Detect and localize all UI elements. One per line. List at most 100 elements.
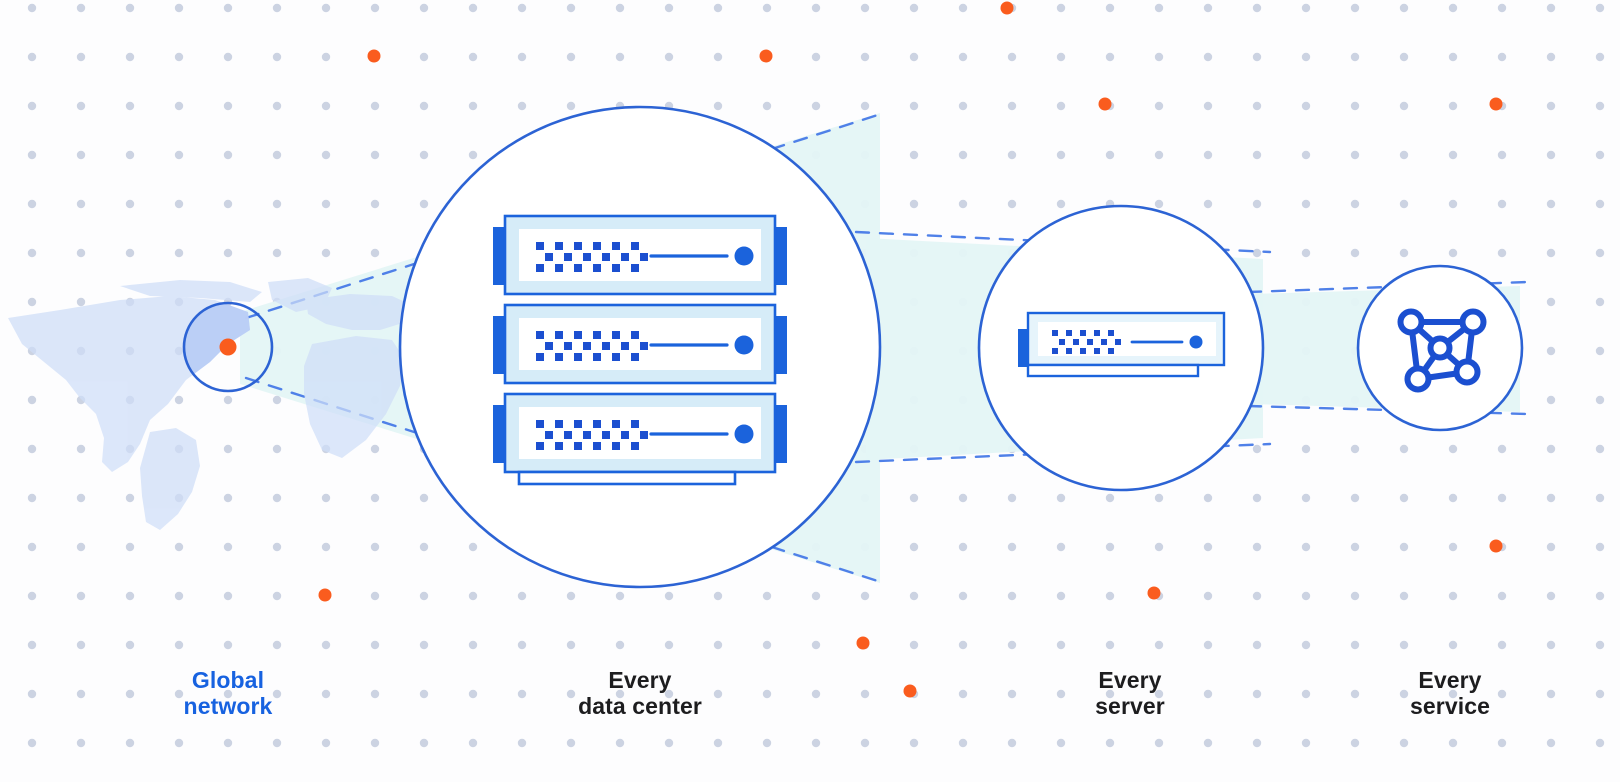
grid-dot bbox=[321, 101, 331, 111]
grid-dot bbox=[125, 738, 135, 748]
grid-dot bbox=[1105, 542, 1115, 552]
grid-dot bbox=[566, 591, 576, 601]
grid-dot bbox=[370, 493, 380, 503]
grid-dot bbox=[468, 591, 478, 601]
grid-dot bbox=[223, 493, 233, 503]
grid-dot bbox=[370, 3, 380, 13]
grid-dot bbox=[76, 150, 86, 160]
grid-dot bbox=[1154, 199, 1164, 209]
grid-dot bbox=[1399, 738, 1409, 748]
grid-dot bbox=[1007, 738, 1017, 748]
grid-dot bbox=[223, 542, 233, 552]
grid-dot bbox=[27, 395, 37, 405]
grid-dot bbox=[1399, 542, 1409, 552]
grid-dot bbox=[468, 3, 478, 13]
grid-dot bbox=[958, 591, 968, 601]
grid-dot bbox=[1007, 199, 1017, 209]
grid-dot bbox=[1595, 346, 1605, 356]
grid-dot bbox=[1595, 248, 1605, 258]
accent-dot bbox=[1098, 97, 1112, 111]
grid-dot bbox=[76, 297, 86, 307]
grid-dot bbox=[1252, 101, 1262, 111]
grid-dot bbox=[958, 640, 968, 650]
grid-dot bbox=[1154, 52, 1164, 62]
grid-dot bbox=[1007, 591, 1017, 601]
grid-dot bbox=[223, 395, 233, 405]
grid-dot bbox=[272, 542, 282, 552]
grid-dot bbox=[860, 52, 870, 62]
grid-dot bbox=[664, 640, 674, 650]
map-location-marker-icon bbox=[219, 338, 237, 356]
grid-dot bbox=[1546, 689, 1556, 699]
accent-dot-group bbox=[318, 1, 1503, 698]
grid-dot bbox=[1546, 444, 1556, 454]
grid-dot bbox=[517, 3, 527, 13]
grid-dot bbox=[125, 640, 135, 650]
grid-dot bbox=[1497, 640, 1507, 650]
grid-dot bbox=[1595, 542, 1605, 552]
grid-dot bbox=[1595, 101, 1605, 111]
grid-dot bbox=[125, 199, 135, 209]
grid-dot bbox=[1399, 150, 1409, 160]
grid-dot bbox=[223, 444, 233, 454]
grid-dot bbox=[1497, 591, 1507, 601]
grid-dot bbox=[174, 199, 184, 209]
grid-dot bbox=[860, 591, 870, 601]
grid-dot bbox=[223, 101, 233, 111]
grid-dot bbox=[1546, 542, 1556, 552]
grid-dot bbox=[811, 689, 821, 699]
grid-dot bbox=[321, 738, 331, 748]
grid-dot bbox=[27, 248, 37, 258]
grid-dot bbox=[1007, 101, 1017, 111]
grid-dot bbox=[1056, 640, 1066, 650]
grid-dot bbox=[1448, 199, 1458, 209]
grid-dot bbox=[1105, 3, 1115, 13]
grid-dot bbox=[811, 591, 821, 601]
grid-dot bbox=[272, 444, 282, 454]
grid-dot bbox=[321, 640, 331, 650]
grid-dot bbox=[1105, 738, 1115, 748]
grid-dot bbox=[223, 52, 233, 62]
grid-dot bbox=[76, 738, 86, 748]
mesh-node-bottom-left bbox=[1404, 365, 1432, 393]
grid-dot bbox=[1448, 493, 1458, 503]
grid-dot bbox=[1154, 689, 1164, 699]
grid-dot bbox=[1252, 542, 1262, 552]
grid-dot bbox=[174, 52, 184, 62]
grid-dot bbox=[468, 101, 478, 111]
grid-dot bbox=[615, 52, 625, 62]
grid-dot bbox=[1546, 738, 1556, 748]
grid-dot bbox=[1448, 444, 1458, 454]
grid-dot bbox=[1154, 493, 1164, 503]
grid-dot bbox=[223, 591, 233, 601]
grid-dot bbox=[1595, 444, 1605, 454]
grid-dot bbox=[1595, 52, 1605, 62]
grid-dot bbox=[1399, 52, 1409, 62]
grid-dot bbox=[1350, 444, 1360, 454]
grid-dot bbox=[1595, 493, 1605, 503]
grid-dot bbox=[1007, 493, 1017, 503]
grid-dot bbox=[272, 689, 282, 699]
grid-dot bbox=[1105, 689, 1115, 699]
grid-dot bbox=[664, 689, 674, 699]
grid-dot bbox=[958, 52, 968, 62]
grid-dot bbox=[958, 542, 968, 552]
grid-dot bbox=[958, 493, 968, 503]
accent-dot bbox=[903, 684, 917, 698]
grid-dot bbox=[468, 689, 478, 699]
grid-dot bbox=[860, 738, 870, 748]
grid-dot bbox=[272, 395, 282, 405]
grid-dot bbox=[1056, 689, 1066, 699]
grid-dot bbox=[713, 52, 723, 62]
grid-dot bbox=[1252, 248, 1262, 258]
stage-label-every-server: Every server bbox=[1095, 667, 1165, 719]
grid-dot bbox=[1203, 640, 1213, 650]
server-unit-2 bbox=[493, 303, 787, 385]
grid-dot bbox=[321, 199, 331, 209]
grid-dot bbox=[223, 689, 233, 699]
grid-dot bbox=[1399, 101, 1409, 111]
grid-dot bbox=[1007, 150, 1017, 160]
grid-dot bbox=[321, 3, 331, 13]
grid-dot bbox=[1350, 3, 1360, 13]
